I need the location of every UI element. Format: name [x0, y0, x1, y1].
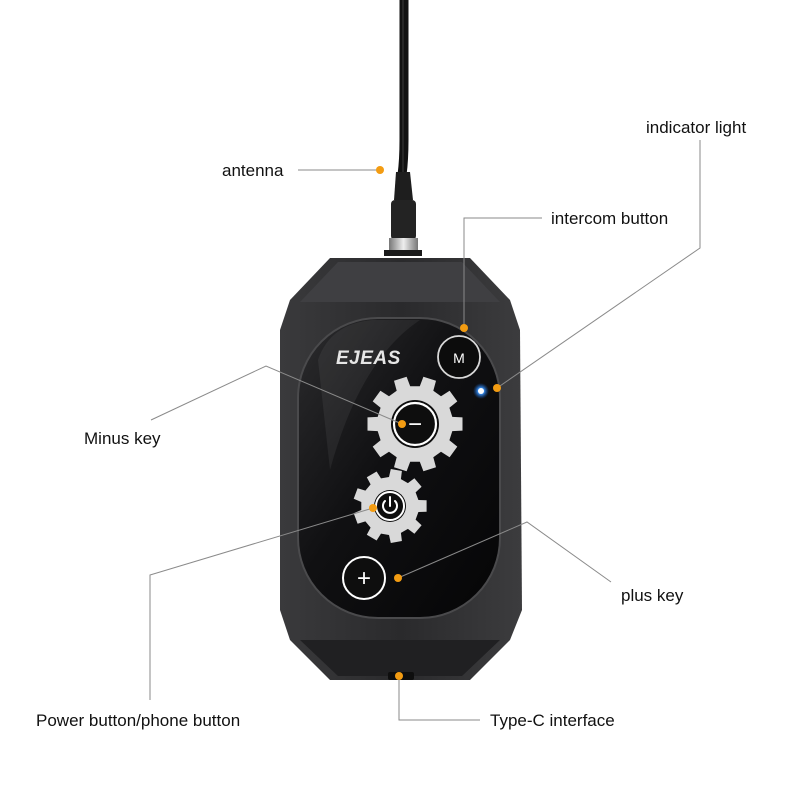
minus-glyph: −	[408, 411, 422, 438]
label-minus: Minus key	[84, 429, 161, 448]
indicator-light	[473, 383, 489, 399]
label-typec: Type-C interface	[490, 711, 615, 730]
dot-typec	[395, 672, 403, 680]
plus-key[interactable]: +	[342, 556, 386, 600]
power-icon	[382, 496, 398, 514]
dot-power	[369, 504, 377, 512]
leader-minus	[150, 365, 403, 425]
label-intercom: intercom button	[551, 209, 669, 228]
intercom-glyph: M	[453, 350, 465, 366]
callout-dots	[369, 166, 501, 680]
dot-intercom	[460, 324, 468, 332]
leader-typec	[398, 676, 480, 721]
dot-plus	[394, 574, 402, 582]
dot-antenna	[376, 166, 384, 174]
antenna	[384, 0, 422, 256]
dot-minus	[398, 420, 406, 428]
leader-indicator	[496, 140, 701, 389]
power-button[interactable]	[375, 491, 405, 521]
intercom-button[interactable]: M	[437, 335, 481, 379]
brand-logo: EJEAS	[336, 348, 401, 369]
plus-glyph: +	[357, 565, 371, 592]
leader-plus	[397, 521, 612, 583]
leader-lines	[149, 140, 701, 721]
minus-key[interactable]: −	[392, 401, 438, 447]
label-antenna: antenna	[222, 161, 284, 180]
label-indicator: indicator light	[646, 118, 747, 137]
dot-indicator	[493, 384, 501, 392]
label-plus: plus key	[621, 586, 684, 605]
label-power: Power button/phone button	[36, 711, 241, 730]
leader-intercom	[463, 217, 542, 327]
leader-power	[149, 507, 374, 700]
